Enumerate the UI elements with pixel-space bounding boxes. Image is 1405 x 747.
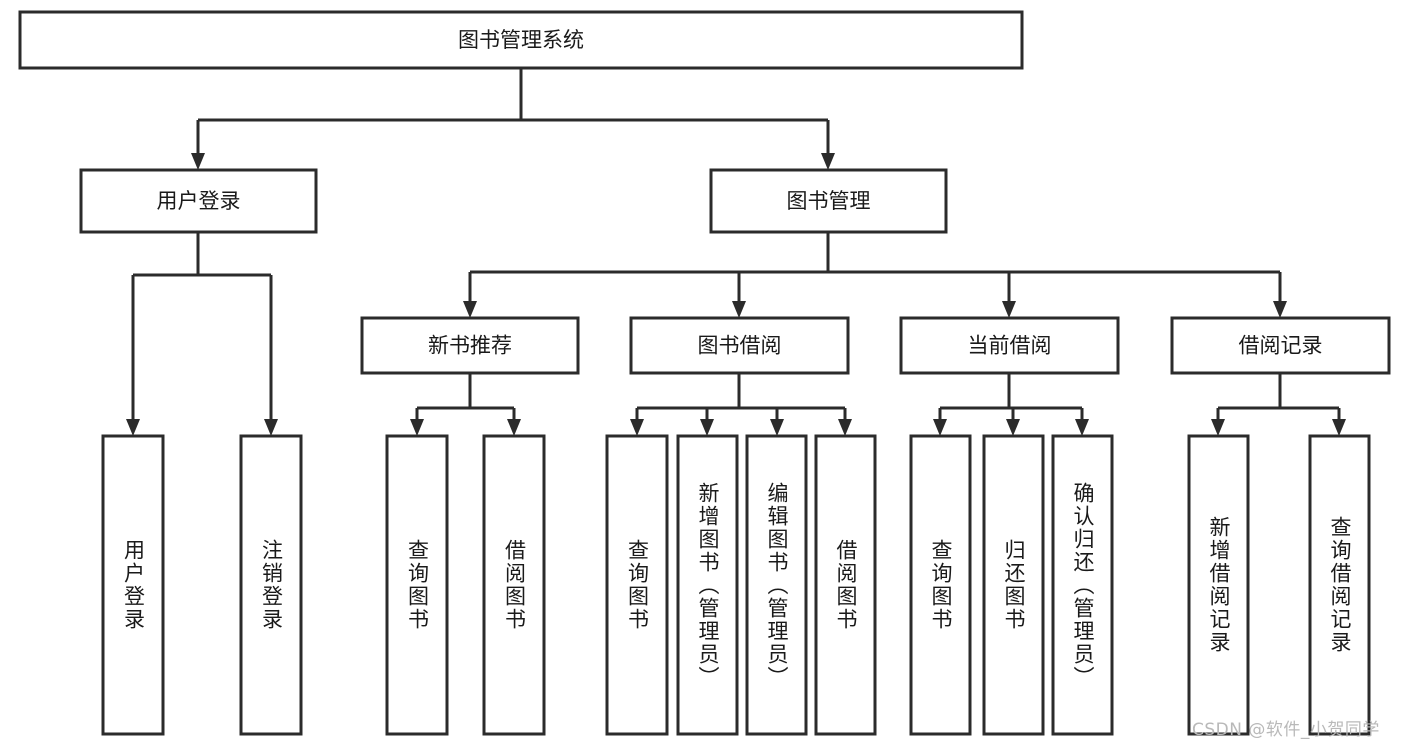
node-leaf-3-box[interactable] — [482, 434, 546, 736]
node-level3-0-box — [360, 316, 580, 375]
node-level2-0-box — [79, 168, 318, 234]
node-level3-1[interactable]: 图书借阅 — [629, 316, 850, 375]
node-level2-0[interactable]: 用户登录 — [79, 168, 318, 234]
arrow-head-icon — [463, 301, 477, 318]
node-leaf-10-box[interactable] — [1051, 434, 1114, 736]
arrow-head-icon — [1332, 419, 1346, 436]
node-root-box — [18, 10, 1024, 70]
arrow-head-icon — [191, 153, 205, 170]
node-leaf-8-box[interactable] — [909, 434, 972, 736]
node-root-label: 图书管理系统 — [458, 28, 584, 52]
node-level3-0-label: 新书推荐 — [428, 334, 512, 358]
arrow-head-icon — [770, 419, 784, 436]
node-level3-2-box — [899, 316, 1120, 375]
node-level3-1-box — [629, 316, 850, 375]
node-level3-0[interactable]: 新书推荐 — [360, 316, 580, 375]
node-leaf-0-box[interactable] — [101, 434, 165, 736]
node-level3-3[interactable]: 借阅记录 — [1170, 316, 1391, 375]
node-level3-2[interactable]: 当前借阅 — [899, 316, 1120, 375]
node-level3-1-label: 图书借阅 — [698, 334, 782, 358]
node-leaf-7-box[interactable] — [814, 434, 877, 736]
node-leaf-9-box[interactable] — [982, 434, 1045, 736]
node-root[interactable]: 图书管理系统 — [18, 10, 1024, 70]
node-level2-1[interactable]: 图书管理 — [709, 168, 948, 234]
node-level2-1-box — [709, 168, 948, 234]
node-level2-0-label: 用户登录 — [157, 189, 241, 213]
node-leaf-11-box[interactable] — [1187, 434, 1250, 736]
arrow-head-icon — [732, 301, 746, 318]
node-level3-3-box — [1170, 316, 1391, 375]
node-level3-2-label: 当前借阅 — [968, 334, 1052, 358]
arrow-head-icon — [264, 419, 278, 436]
arrow-head-icon — [933, 419, 947, 436]
node-leaf-5-box[interactable] — [676, 434, 739, 736]
node-level2-1-label: 图书管理 — [787, 189, 871, 213]
node-leaf-12-box[interactable] — [1308, 434, 1371, 736]
arrow-head-icon — [838, 419, 852, 436]
connector-layer — [126, 68, 1346, 436]
arrow-head-icon — [1211, 419, 1225, 436]
node-leaf-2-box[interactable] — [385, 434, 449, 736]
arrow-head-icon — [126, 419, 140, 436]
arrow-head-icon — [700, 419, 714, 436]
arrow-head-icon — [1006, 419, 1020, 436]
arrow-head-icon — [1273, 301, 1287, 318]
node-leaf-4-box[interactable] — [605, 434, 669, 736]
arrow-head-icon — [1002, 301, 1016, 318]
arrow-head-icon — [630, 419, 644, 436]
node-leaf-1-box[interactable] — [239, 434, 303, 736]
arrow-head-icon — [821, 153, 835, 170]
arrow-head-icon — [1075, 419, 1089, 436]
arrow-head-icon — [507, 419, 521, 436]
arrow-head-icon — [410, 419, 424, 436]
node-leaf-6-box[interactable] — [745, 434, 808, 736]
node-level3-3-label: 借阅记录 — [1239, 334, 1323, 358]
